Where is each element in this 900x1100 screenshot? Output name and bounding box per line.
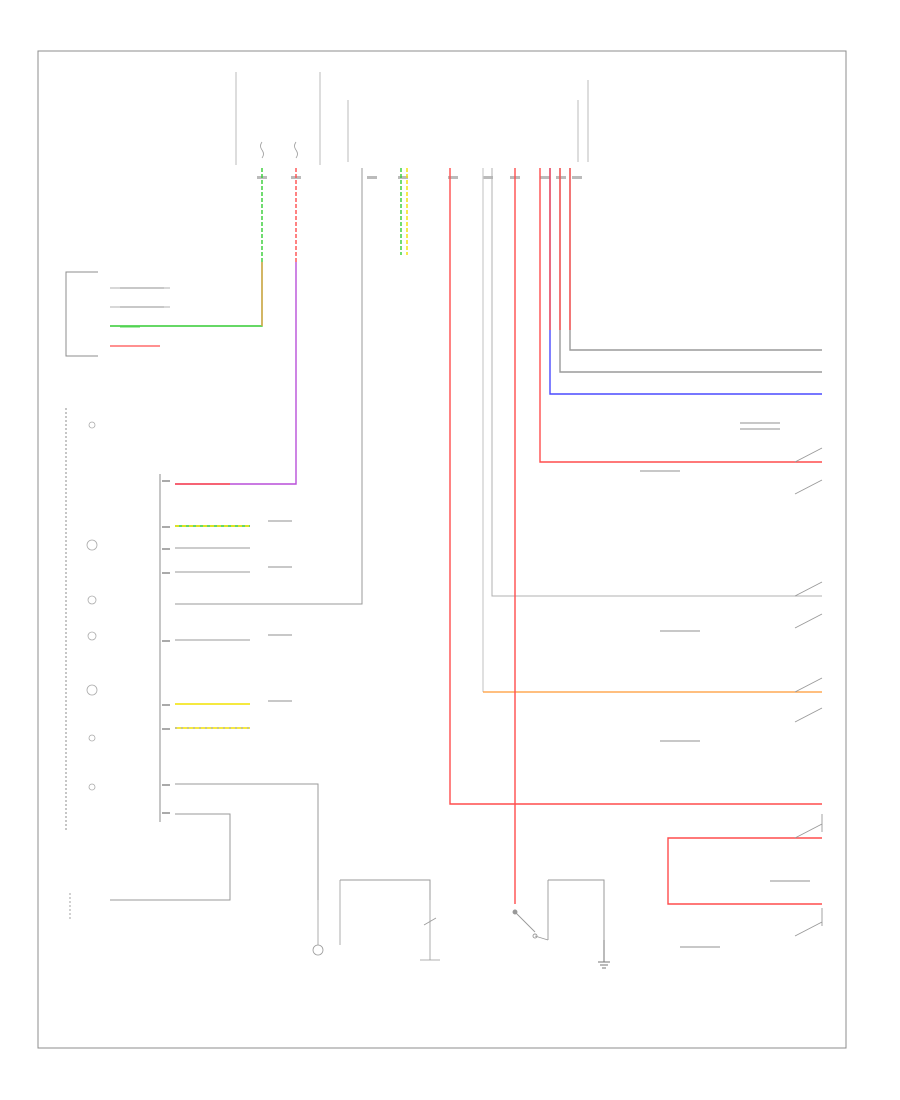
body-control-module-block	[347, 100, 579, 162]
wire-gray-bcm	[175, 168, 363, 605]
wire-red-loop	[667, 837, 822, 905]
steering-column-switch	[512, 880, 549, 941]
brake-switch	[420, 900, 440, 961]
wire-gray-lower	[110, 783, 605, 940]
can-pair-1	[175, 525, 250, 549]
can-pair-2	[175, 703, 250, 729]
instrument-cluster	[65, 408, 250, 830]
wire-gray-right	[491, 168, 822, 597]
right-switches	[794, 447, 823, 937]
wire-orange	[482, 168, 822, 693]
ground-symbol	[598, 940, 610, 969]
cluster-outputs	[175, 571, 250, 641]
fuse-symbol	[260, 141, 298, 159]
steering-angle-sensor	[312, 880, 341, 956]
diagram-frame	[37, 50, 847, 1049]
wire-red-main	[449, 168, 822, 805]
wire-bundle-right	[539, 168, 822, 463]
cluster-pins	[162, 480, 170, 814]
label-placeholders	[120, 287, 810, 948]
hot-at-all-times-block	[235, 72, 321, 165]
wire-green	[110, 168, 263, 327]
clock-component	[65, 271, 170, 357]
pin-markers	[257, 176, 582, 179]
wire-can-pair-top	[400, 168, 408, 255]
wire-purple	[175, 168, 297, 485]
cluster-indicators	[86, 421, 98, 791]
